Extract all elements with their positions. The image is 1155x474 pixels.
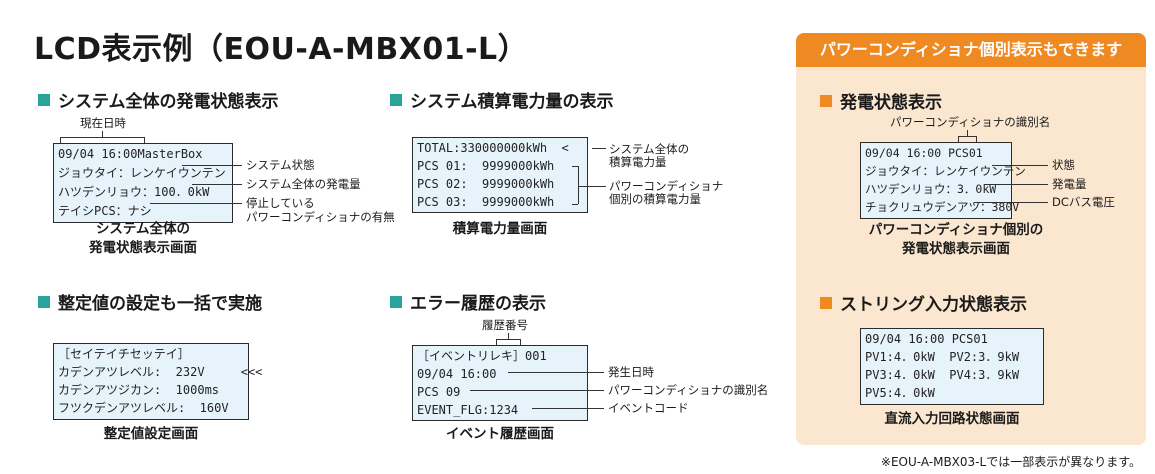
heading-text: エラー履歴の表示 bbox=[410, 294, 546, 314]
lcd-row: PV1:4．0kW PV2:3．9kW bbox=[865, 350, 1020, 364]
caption-energy: 積算電力量画面 bbox=[452, 221, 548, 237]
label-current-datetime: 現在日時 bbox=[80, 116, 126, 130]
section-heading-energy: システム積算電力量の表示 bbox=[390, 87, 614, 112]
section-heading-string: ストリング入力状態表示 bbox=[820, 290, 1027, 315]
lcd-row: カデンアツレベル: 232V <<< bbox=[58, 365, 263, 379]
caption-string: 直流入力回路状態画面 bbox=[884, 411, 1020, 427]
lcd-overall-status: 09/04 16:00MasterBox ジョウタイ：レンケイウンテン ハツデン… bbox=[53, 143, 233, 223]
caption-line: システム全体の bbox=[95, 221, 191, 237]
label-history-number: 履歴番号 bbox=[482, 318, 528, 332]
caption-line: 発電状態表示画面 bbox=[902, 241, 1010, 257]
section-heading-error: エラー履歴の表示 bbox=[390, 289, 546, 314]
label-stopped: 停止している bbox=[246, 196, 315, 210]
square-bullet-icon bbox=[820, 296, 832, 309]
lcd-row: PCS 09 bbox=[417, 385, 461, 399]
lcd-row: ［イベントリレキ］001 bbox=[417, 349, 547, 363]
lcd-energy: TOTAL:330000000kWh < PCS 01: 9999000kWh … bbox=[412, 137, 588, 213]
label-total-energy-1: システム全体の bbox=[609, 142, 690, 156]
lcd-row: 09/04 16:00 bbox=[417, 367, 497, 381]
heading-text: ストリング入力状態表示 bbox=[840, 295, 1027, 315]
label-dc-bus-voltage: DCバス電圧 bbox=[1052, 195, 1115, 209]
lcd-row: 09/04 16:00 PCS01 bbox=[865, 146, 983, 160]
panel-header: パワーコンディショナ個別表示もできます bbox=[796, 33, 1146, 67]
heading-text: 整定値の設定も一括で実施 bbox=[58, 294, 262, 314]
lcd-row: ハツデンリョウ：3．0kW bbox=[865, 182, 997, 196]
lcd-row: TOTAL:330000000kWh < bbox=[417, 141, 569, 155]
heading-text: システム積算電力量の表示 bbox=[410, 92, 614, 112]
label-occurrence-time: 発生日時 bbox=[608, 365, 654, 379]
lcd-row: チョクリュウデンアツ：380V bbox=[865, 200, 1020, 214]
label-total-energy-2: 積算電力量 bbox=[609, 155, 667, 169]
page-title: LCD表示例（EOU-A-MBX01-L） bbox=[34, 32, 529, 67]
square-bullet-icon bbox=[38, 93, 50, 106]
lcd-row: EVENT_FLG:1234 bbox=[417, 403, 519, 417]
label-pcs-identifier: パワーコンディショナの識別名 bbox=[890, 115, 1051, 129]
lcd-row: PCS 02: 9999000kWh bbox=[417, 177, 555, 191]
lcd-error-history: ［イベントリレキ］001 09/04 16:00 PCS 09 EVENT_FL… bbox=[412, 345, 588, 421]
label-event-code: イベントコード bbox=[608, 401, 689, 415]
label-system-generation: システム全体の発電量 bbox=[246, 177, 361, 191]
lcd-row: PCS 03: 9999000kWh bbox=[417, 195, 555, 209]
footnote: ※EOU-A-MBX03-Lでは一部表示が異なります。 bbox=[880, 455, 1141, 469]
lcd-row: フツクデンアツレベル: 160V bbox=[58, 401, 229, 415]
lcd-settings: ［セイテイチセッテイ］ カデンアツレベル: 232V <<< カデンアツジカン:… bbox=[53, 343, 263, 420]
individual-display-panel: パワーコンディショナ個別表示もできます 発電状態表示 パワーコンディショナの識別… bbox=[796, 33, 1146, 445]
label-pcs-presence: パワーコンディショナの有無 bbox=[246, 210, 395, 224]
section-heading-settings: 整定値の設定も一括で実施 bbox=[38, 289, 262, 314]
caption-pcs-status: パワーコンディショナ個別の 発電状態表示画面 bbox=[836, 221, 1076, 259]
square-bullet-icon bbox=[390, 93, 402, 106]
label-system-state: システム状態 bbox=[246, 158, 315, 172]
section-heading-overall: システム全体の発電状態表示 bbox=[38, 87, 279, 112]
lcd-string-input: 09/04 16:00 PCS01 PV1:4．0kW PV2:3．9kW PV… bbox=[860, 328, 1044, 405]
lcd-pcs-status: 09/04 16:00 PCS01 ジョウタイ：レンケイウンテン ハツデンリョウ… bbox=[860, 142, 1026, 219]
square-bullet-icon bbox=[820, 94, 832, 107]
square-bullet-icon bbox=[390, 295, 402, 308]
lcd-row: ジョウタイ：レンケイウンテン bbox=[58, 166, 226, 180]
caption-settings: 整定値設定画面 bbox=[103, 426, 199, 442]
lcd-row: テイシPCS：ナシ bbox=[58, 204, 152, 218]
caption-line: 発電状態表示画面 bbox=[89, 240, 197, 256]
caption-overall: システム全体の 発電状態表示画面 bbox=[53, 220, 233, 258]
lcd-row: ［セイテイチセッテイ］ bbox=[58, 347, 190, 361]
heading-text: 発電状態表示 bbox=[840, 93, 942, 113]
lcd-row: 09/04 16:00MasterBox bbox=[58, 147, 203, 161]
lcd-row: 09/04 16:00 PCS01 bbox=[865, 332, 988, 346]
lcd-row: PV5:4．0kW bbox=[865, 386, 935, 400]
lcd-row: カデンアツジカン: 1000ms bbox=[58, 383, 220, 397]
label-pcs-energy-2: 個別の積算電力量 bbox=[609, 192, 701, 206]
lcd-row: ハツデンリョウ：100．0kW bbox=[58, 185, 210, 199]
lcd-row: ジョウタイ：レンケイウンテン bbox=[865, 164, 1026, 178]
square-bullet-icon bbox=[38, 295, 50, 308]
heading-text: システム全体の発電状態表示 bbox=[58, 92, 279, 112]
label-pcs-energy-1: パワーコンディショナ bbox=[609, 179, 724, 193]
section-heading-pcs-status: 発電状態表示 bbox=[820, 88, 942, 113]
label-state: 状態 bbox=[1052, 158, 1075, 172]
caption-line: パワーコンディショナ個別の bbox=[868, 222, 1044, 238]
label-generation: 発電量 bbox=[1052, 177, 1087, 191]
caption-error: イベント履歴画面 bbox=[446, 426, 554, 442]
lcd-row: PV3:4．0kW PV4:3．9kW bbox=[865, 368, 1020, 382]
label-pcs-id: パワーコンディショナの識別名 bbox=[608, 383, 769, 397]
lcd-row: PCS 01: 9999000kWh bbox=[417, 159, 555, 173]
